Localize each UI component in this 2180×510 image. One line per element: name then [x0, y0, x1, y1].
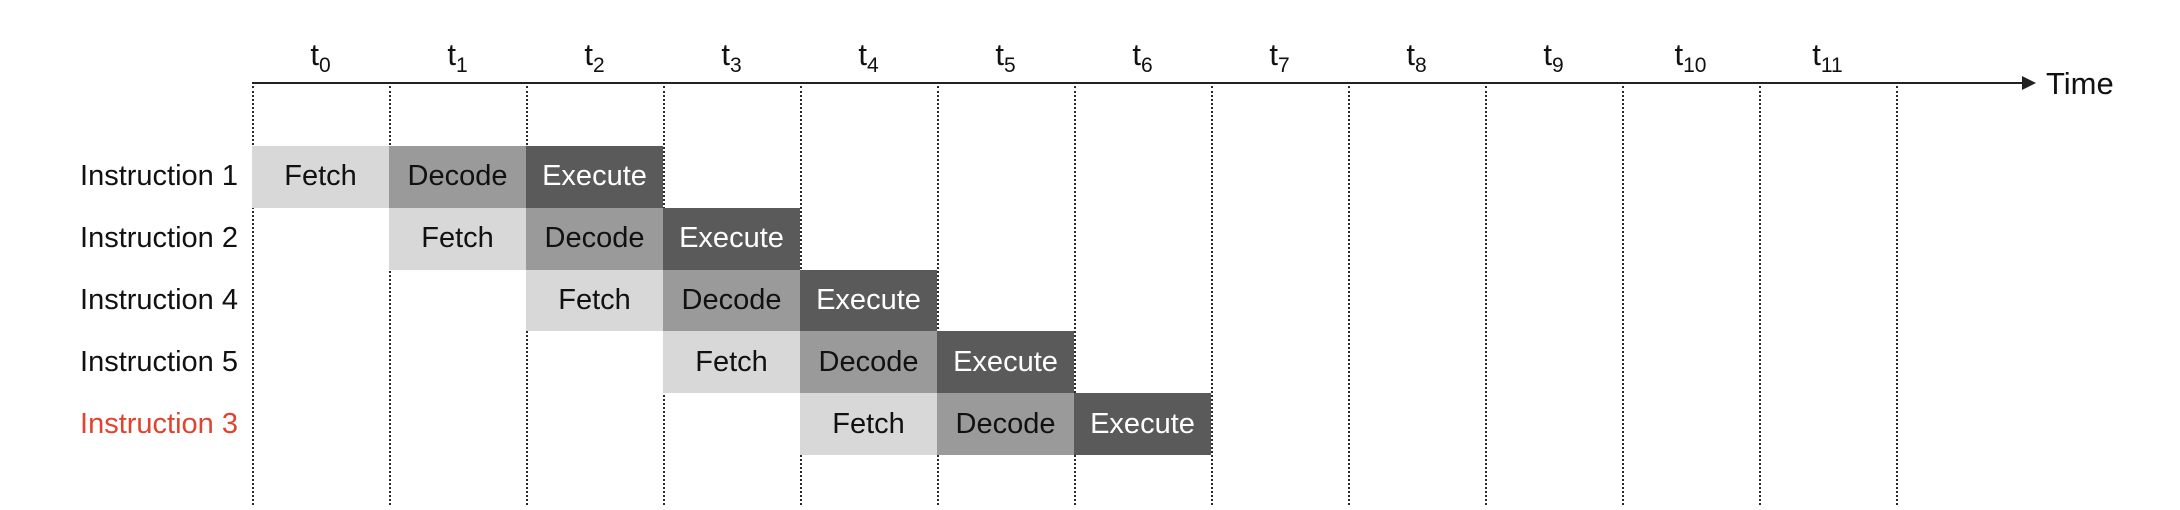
row-label-instruction-5: Instruction 5 [80, 345, 238, 378]
fetch-cell-row5-t4: Fetch [800, 393, 937, 455]
decode-cell-row1-t1: Decode [389, 146, 526, 208]
tick-label-t6: t6 [1074, 36, 1211, 78]
tick-label-t9: t9 [1485, 36, 1622, 78]
gridline-7 [1211, 86, 1213, 505]
row-label-instruction-3: Instruction 3 [80, 407, 238, 440]
tick-subscript: 10 [1683, 54, 1707, 78]
tick-subscript: 7 [1277, 54, 1290, 78]
tick-base: t [1674, 37, 1684, 72]
tick-base: t [721, 37, 730, 72]
tick-base: t [858, 37, 867, 72]
execute-cell-row1-t2: Execute [526, 146, 663, 208]
fetch-cell-row4-t3: Fetch [663, 331, 800, 394]
tick-subscript: 2 [592, 54, 605, 78]
gridline-6 [1074, 86, 1076, 505]
execute-cell-row4-t5: Execute [937, 331, 1074, 394]
fetch-cell-row2-t1: Fetch [389, 207, 526, 270]
tick-label-t1: t1 [389, 36, 526, 78]
tick-label-t10: t10 [1622, 36, 1759, 78]
tick-subscript: 4 [866, 54, 879, 78]
tick-base: t [447, 37, 456, 72]
tick-label-t3: t3 [663, 36, 800, 78]
tick-base: t [1132, 37, 1141, 72]
tick-subscript: 9 [1551, 54, 1564, 78]
gridline-1 [389, 86, 391, 505]
tick-base: t [1269, 37, 1278, 72]
decode-cell-row3-t3: Decode [663, 269, 800, 332]
row-label-instruction-1: Instruction 1 [80, 160, 238, 193]
fetch-cell-row3-t2: Fetch [526, 269, 663, 332]
gridline-8 [1348, 86, 1350, 505]
tick-base: t [310, 37, 319, 72]
time-axis-label: Time [2046, 66, 2114, 101]
gridline-12 [1896, 86, 1898, 505]
tick-subscript: 6 [1140, 54, 1153, 78]
gridline-10 [1622, 86, 1624, 505]
tick-base: t [995, 37, 1004, 72]
execute-cell-row2-t3: Execute [663, 207, 800, 270]
tick-base: t [1543, 37, 1552, 72]
tick-subscript: 8 [1414, 54, 1427, 78]
tick-subscript: 0 [318, 54, 331, 78]
tick-subscript: 1 [455, 54, 468, 78]
time-axis-arrowhead-icon [2022, 76, 2036, 90]
tick-label-t7: t7 [1211, 36, 1348, 78]
row-label-instruction-4: Instruction 4 [80, 283, 238, 316]
fetch-cell-row1-t0: Fetch [252, 146, 389, 208]
tick-subscript: 11 [1820, 54, 1843, 78]
tick-label-t8: t8 [1348, 36, 1485, 78]
tick-subscript: 5 [1003, 54, 1016, 78]
tick-label-t11: t11 [1759, 36, 1896, 78]
tick-base: t [584, 37, 593, 72]
execute-cell-row3-t4: Execute [800, 269, 937, 332]
tick-label-t4: t4 [800, 36, 937, 78]
gridline-0 [252, 86, 254, 505]
tick-label-t2: t2 [526, 36, 663, 78]
gridline-5 [937, 86, 939, 505]
execute-cell-row5-t6: Execute [1074, 393, 1211, 455]
decode-cell-row2-t2: Decode [526, 207, 663, 270]
tick-label-t5: t5 [937, 36, 1074, 78]
tick-base: t [1406, 37, 1415, 72]
tick-subscript: 3 [729, 54, 742, 78]
row-label-instruction-2: Instruction 2 [80, 222, 238, 255]
time-axis-line [252, 82, 2024, 84]
tick-label-t0: t0 [252, 36, 389, 78]
decode-cell-row5-t5: Decode [937, 393, 1074, 455]
gridline-9 [1485, 86, 1487, 505]
tick-base: t [1812, 37, 1821, 72]
gridline-11 [1759, 86, 1761, 505]
decode-cell-row4-t4: Decode [800, 331, 937, 394]
